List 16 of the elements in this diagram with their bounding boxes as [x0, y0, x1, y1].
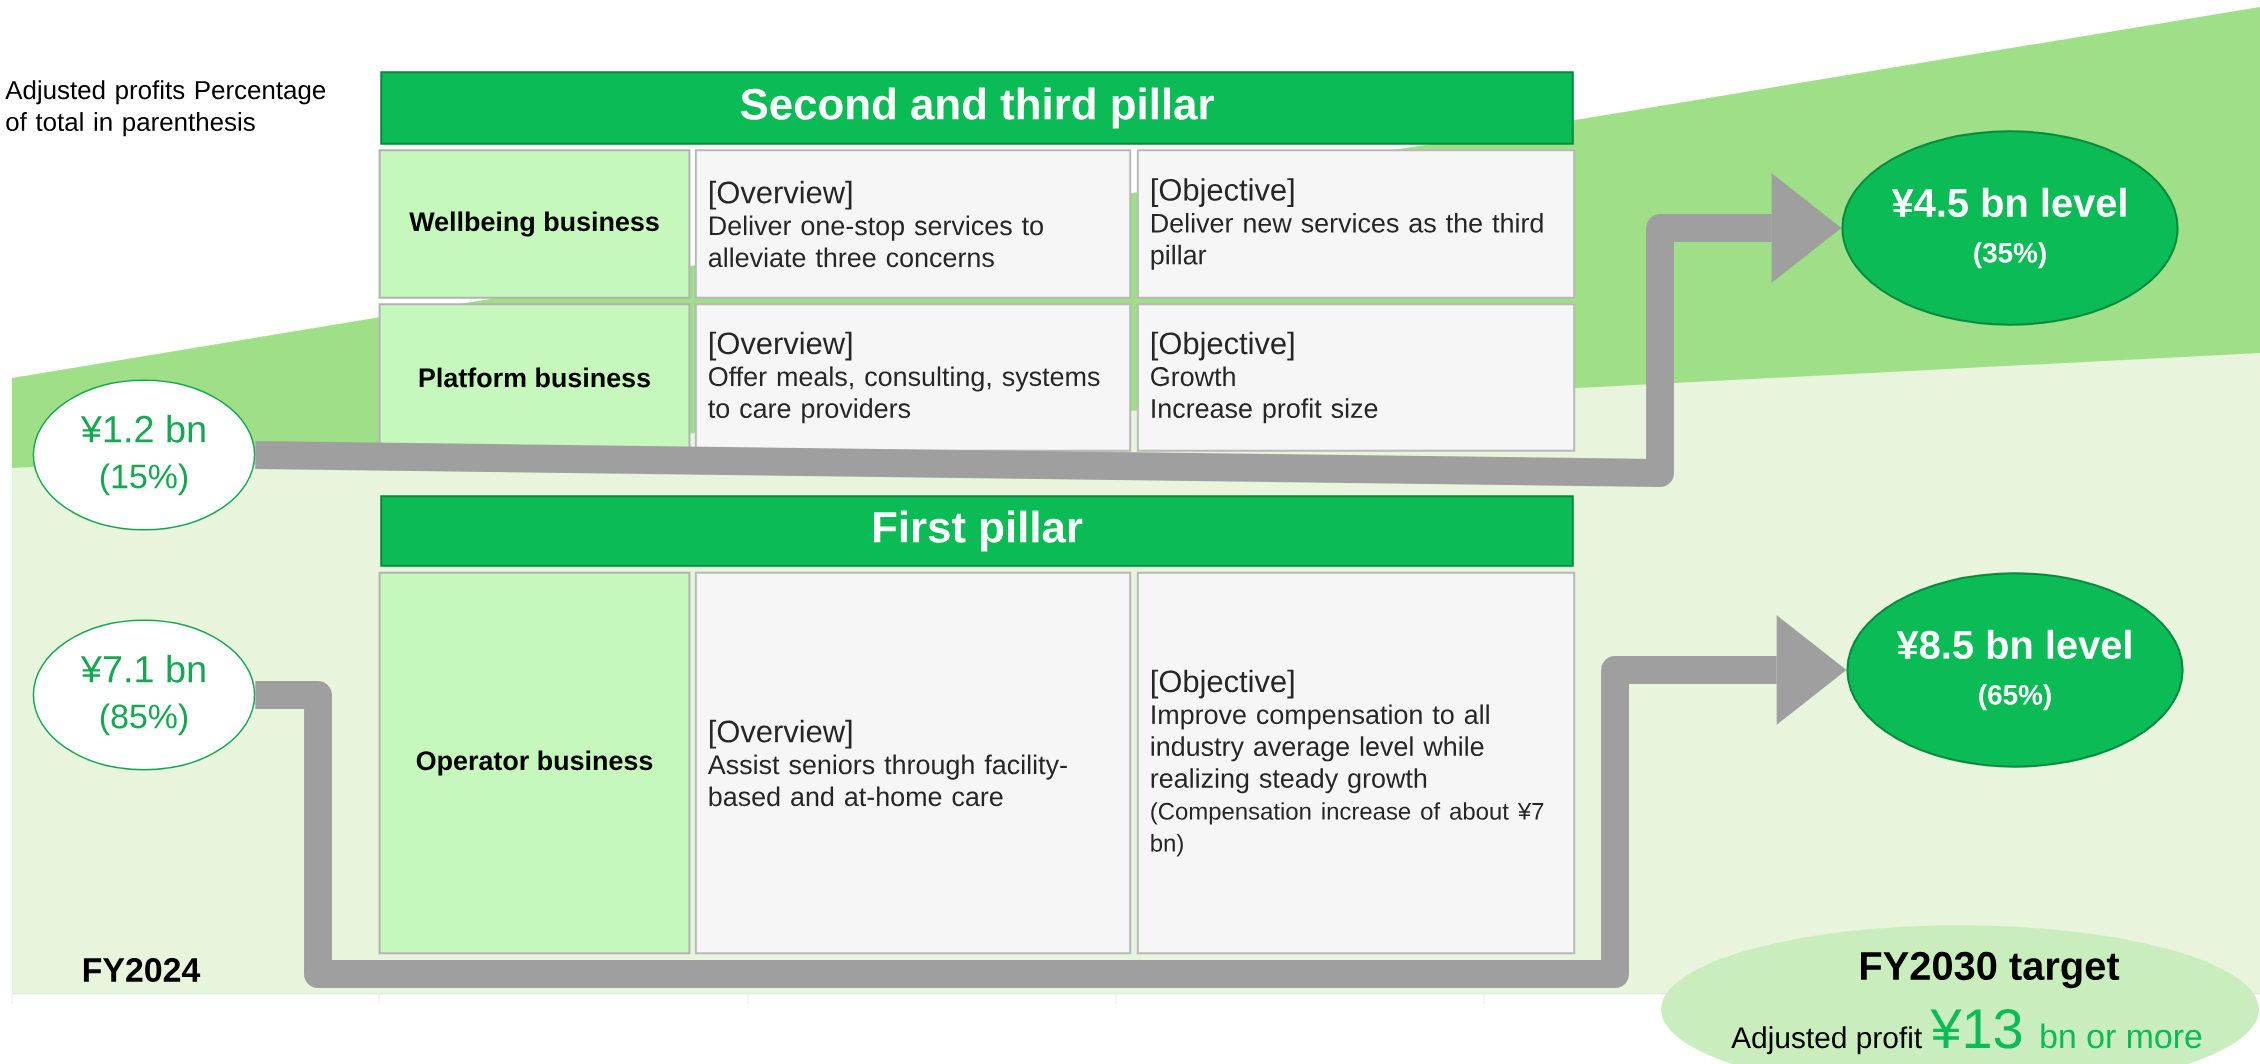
business-label-box: Platform business — [378, 303, 691, 452]
business-label-box: Operator business — [378, 571, 691, 955]
business-label-box: Wellbeing business — [378, 149, 691, 299]
pillar-banner: First pillar — [380, 495, 1574, 567]
text-cell: [Overview] Offer meals, consulting, systems to care providers — [694, 303, 1132, 452]
text-cell: [Objective] Improve compensation to all industry average level while realizing steady growth (Compensation increase of about ¥7 bn) — [1136, 571, 1576, 955]
year-label: FY2030 target — [1861, 951, 2120, 989]
text-cell: [Objective] Deliver new services as the third pillar — [1136, 149, 1576, 299]
text-cell: [Objective] Growth Increase profit size — [1136, 303, 1576, 452]
text-cell: [Overview] Deliver one-stop services to alleviate three concerns — [694, 149, 1132, 299]
arrow — [255, 615, 1847, 988]
text-cell: [Overview] Assist seniors through facility-based and at-home care — [694, 571, 1132, 955]
pillar-banner: Second and third pillar — [380, 71, 1574, 145]
note-text: Adjusted profits Percentage of total in parenthesis — [5, 80, 326, 137]
year-label: FY2024 — [83, 958, 201, 982]
arrow — [255, 173, 1842, 487]
